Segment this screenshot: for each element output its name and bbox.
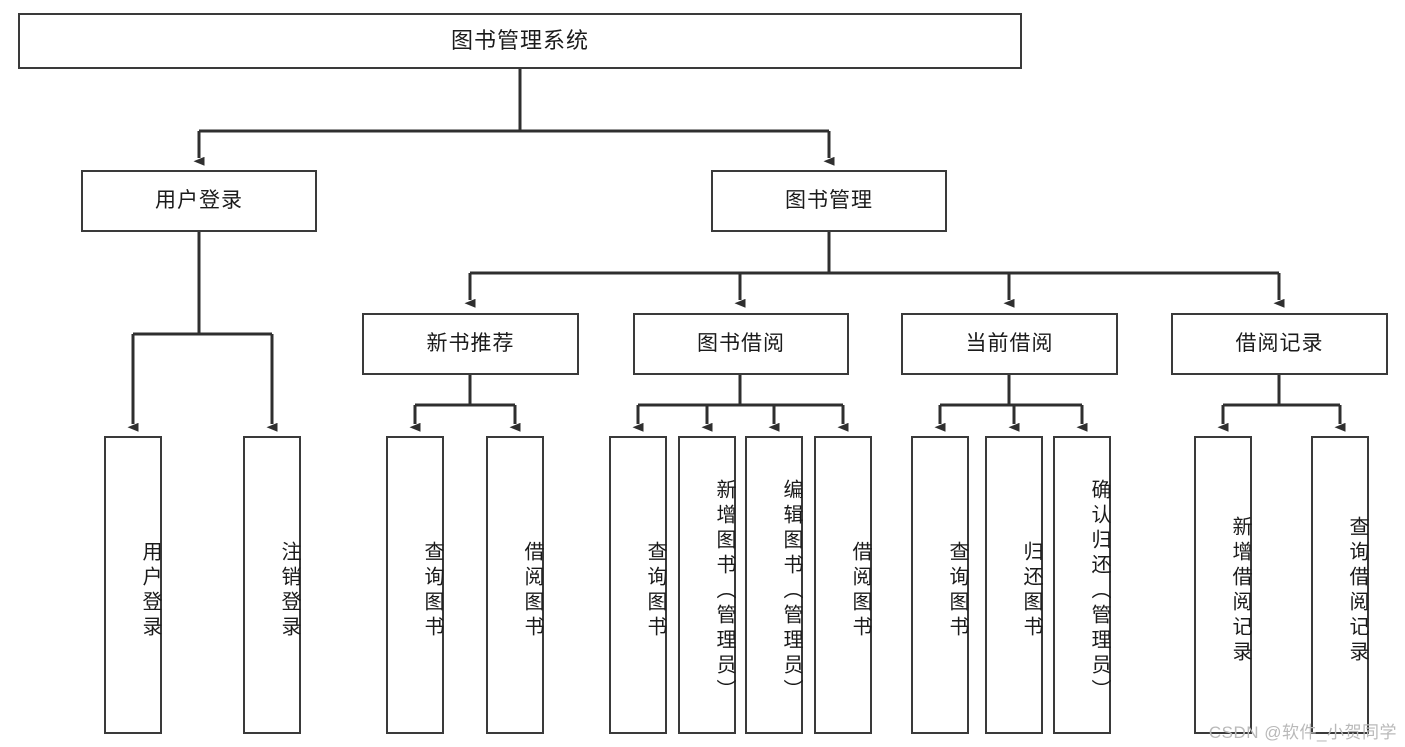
node-label: 图书管理 [785,189,873,213]
node-leaf-user-logout[interactable]: 注销登录 [243,436,301,734]
node-leaf-borrow-book-1[interactable]: 借阅图书 [486,436,544,734]
node-label: 归还图书 [1020,541,1042,641]
node-leaf-query-book-1[interactable]: 查询图书 [386,436,444,734]
node-label: 编辑图书（管理员） [780,478,802,704]
node-leaf-query-book-2[interactable]: 查询图书 [609,436,667,734]
node-leaf-edit-book[interactable]: 编辑图书（管理员） [745,436,803,734]
node-leaf-query-book-3[interactable]: 查询图书 [911,436,969,734]
node-user-login[interactable]: 用户登录 [81,170,317,232]
node-label: 用户登录 [155,189,243,213]
node-label: 查询借阅记录 [1346,516,1368,666]
node-label: 新书推荐 [426,332,515,356]
node-label: 图书借阅 [697,332,785,356]
node-label: 查询图书 [946,541,968,641]
node-leaf-borrow-book-2[interactable]: 借阅图书 [814,436,872,734]
node-leaf-query-record[interactable]: 查询借阅记录 [1311,436,1369,734]
watermark-text: CSDN @软件_小贺同学 [1208,723,1397,742]
node-label: 图书管理系统 [450,27,589,53]
node-label: 新增借阅记录 [1229,516,1251,666]
node-label: 查询图书 [421,541,443,641]
node-root-system[interactable]: 图书管理系统 [18,13,1022,69]
node-borrow-record[interactable]: 借阅记录 [1171,313,1388,375]
node-label: 用户登录 [139,541,161,641]
node-label: 借阅图书 [521,541,543,641]
node-label: 查询图书 [644,541,666,641]
node-label: 确认归还（管理员） [1088,478,1110,704]
node-label: 新增图书（管理员） [713,478,735,704]
node-current-borrow[interactable]: 当前借阅 [901,313,1118,375]
node-label: 注销登录 [278,541,300,641]
node-leaf-add-record[interactable]: 新增借阅记录 [1194,436,1252,734]
node-leaf-add-book[interactable]: 新增图书（管理员） [678,436,736,734]
node-book-borrow[interactable]: 图书借阅 [633,313,849,375]
node-leaf-return-book[interactable]: 归还图书 [985,436,1043,734]
node-leaf-confirm-return[interactable]: 确认归还（管理员） [1053,436,1111,734]
node-book-manage[interactable]: 图书管理 [711,170,947,232]
node-label: 当前借阅 [965,332,1054,356]
node-label: 借阅记录 [1235,332,1324,356]
node-leaf-user-login[interactable]: 用户登录 [104,436,162,734]
node-label: 借阅图书 [849,541,871,641]
node-new-book-recommend[interactable]: 新书推荐 [362,313,579,375]
